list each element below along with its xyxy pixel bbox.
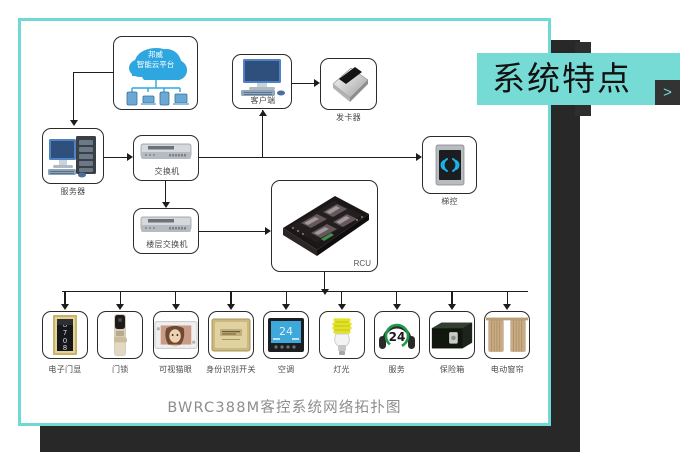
device-label: 身份识别开关 <box>205 365 256 374</box>
device-node-motorized-curtain[interactable] <box>484 311 531 359</box>
device-node-air-conditioner[interactable]: 24 <box>263 311 310 359</box>
floor-switch-icon <box>134 209 198 241</box>
service-24-icon: 24 <box>375 312 419 358</box>
device-node-light-bulb[interactable] <box>318 311 365 359</box>
device-label: 灯光 <box>333 365 350 374</box>
device-branch-line <box>119 291 121 305</box>
device-label: 电子门显 <box>48 365 82 374</box>
device-branch-line <box>451 291 453 305</box>
diagram-caption: BWRC388M客控系统网络拓扑图 <box>167 400 402 416</box>
server-icon <box>43 129 103 183</box>
line-cloud-left <box>73 72 114 74</box>
line-client-cardissuer <box>292 83 314 85</box>
line-cloud-down <box>73 72 75 120</box>
svg-text:0: 0 <box>63 337 67 345</box>
arrow-to-client <box>258 110 267 116</box>
device-label: 门锁 <box>111 365 129 374</box>
door-display-icon: 87 08 <box>43 312 87 358</box>
device-branch-line <box>340 291 343 305</box>
device-bus <box>62 291 528 293</box>
svg-text:8: 8 <box>63 344 67 352</box>
cloud-platform-icon <box>114 37 197 109</box>
node-floor-switch[interactable]: 楼层交换机 <box>133 208 199 254</box>
feature-banner <box>477 53 680 105</box>
node-server-label: 服务器 <box>60 187 86 196</box>
line-bus-to-client <box>262 110 264 157</box>
safe-box-icon <box>430 312 474 358</box>
node-server[interactable] <box>42 128 104 184</box>
device-node-door-lock[interactable] <box>97 311 144 359</box>
device-branch-arrow <box>116 304 125 310</box>
node-switch-label: 交换机 <box>154 167 180 176</box>
svg-text:7: 7 <box>63 329 67 337</box>
device-branch-arrow <box>392 304 401 310</box>
arrow-to-cardissuer <box>314 79 320 87</box>
device-label: 服务 <box>388 365 406 374</box>
door-lock-icon <box>98 312 142 358</box>
node-rcu-label: RCU <box>353 259 371 268</box>
device-branch-arrow <box>226 304 235 310</box>
device-branch-line <box>506 291 509 305</box>
svg-text:24: 24 <box>279 325 293 338</box>
device-branch-arrow <box>282 304 291 310</box>
video-peephole-icon <box>154 312 198 358</box>
node-client-label: 客户端 <box>250 96 276 105</box>
device-branch-line <box>285 291 287 305</box>
node-card-issuer[interactable] <box>320 58 377 110</box>
node-elevator-control[interactable] <box>422 136 477 194</box>
node-cloud-platform[interactable]: 邦威 智能云平台 <box>113 36 198 110</box>
node-switch[interactable]: 交换机 <box>133 135 199 181</box>
line-rcu-down <box>324 272 326 289</box>
node-card-issuer-label: 发卡器 <box>336 113 361 122</box>
device-node-service-24[interactable]: 24 <box>373 311 420 359</box>
arrow-to-switch <box>127 153 133 161</box>
node-elevator-control-label: 梯控 <box>441 197 458 206</box>
card-issuer-icon <box>321 59 376 109</box>
line-switch-floorswitch <box>165 181 167 202</box>
device-node-door-display[interactable]: 87 08 <box>42 311 88 359</box>
device-node-video-peephole[interactable] <box>152 311 199 359</box>
device-branch-arrow <box>171 304 180 310</box>
device-branch-line <box>230 291 232 305</box>
feature-banner-title: 系统特点 <box>492 59 632 98</box>
device-branch-arrow <box>61 304 69 310</box>
device-branch-line <box>174 291 177 305</box>
light-bulb-icon <box>320 312 364 358</box>
rcu-icon <box>272 181 377 271</box>
air-conditioner-icon: 24 <box>264 312 308 358</box>
node-client[interactable]: 客户端 <box>232 54 292 109</box>
switch-icon <box>134 136 198 168</box>
elevator-reader-icon <box>423 137 476 193</box>
line-server-switch <box>104 157 127 159</box>
device-label: 空调 <box>277 365 295 374</box>
line-floorswitch-rcu <box>199 231 265 233</box>
client-icon <box>233 55 291 98</box>
device-branch-line <box>64 291 66 305</box>
node-rcu[interactable]: RCU <box>271 180 378 272</box>
arrow-to-rcu <box>265 227 271 235</box>
device-label: 保险箱 <box>439 365 465 374</box>
id-switch-icon <box>209 312 253 358</box>
device-branch-arrow <box>503 304 512 310</box>
svg-text:24: 24 <box>388 330 405 344</box>
motorized-curtain-icon <box>485 312 529 358</box>
node-floor-switch-label: 楼层交换机 <box>146 240 188 249</box>
device-branch-line <box>396 291 398 305</box>
device-node-id-switch[interactable] <box>207 311 254 359</box>
device-branch-arrow <box>337 304 346 310</box>
arrow-to-elevator <box>416 153 422 161</box>
device-node-safe-box[interactable] <box>429 311 476 359</box>
line-switch-bus <box>199 157 416 159</box>
device-branch-arrow <box>448 304 457 310</box>
device-label: 电动窗帘 <box>490 365 524 374</box>
arrow-to-floorswitch <box>161 202 170 208</box>
arrow-to-server <box>69 120 78 126</box>
next-arrow-button[interactable]: > <box>655 80 680 105</box>
device-label: 可视猫眼 <box>158 365 193 374</box>
